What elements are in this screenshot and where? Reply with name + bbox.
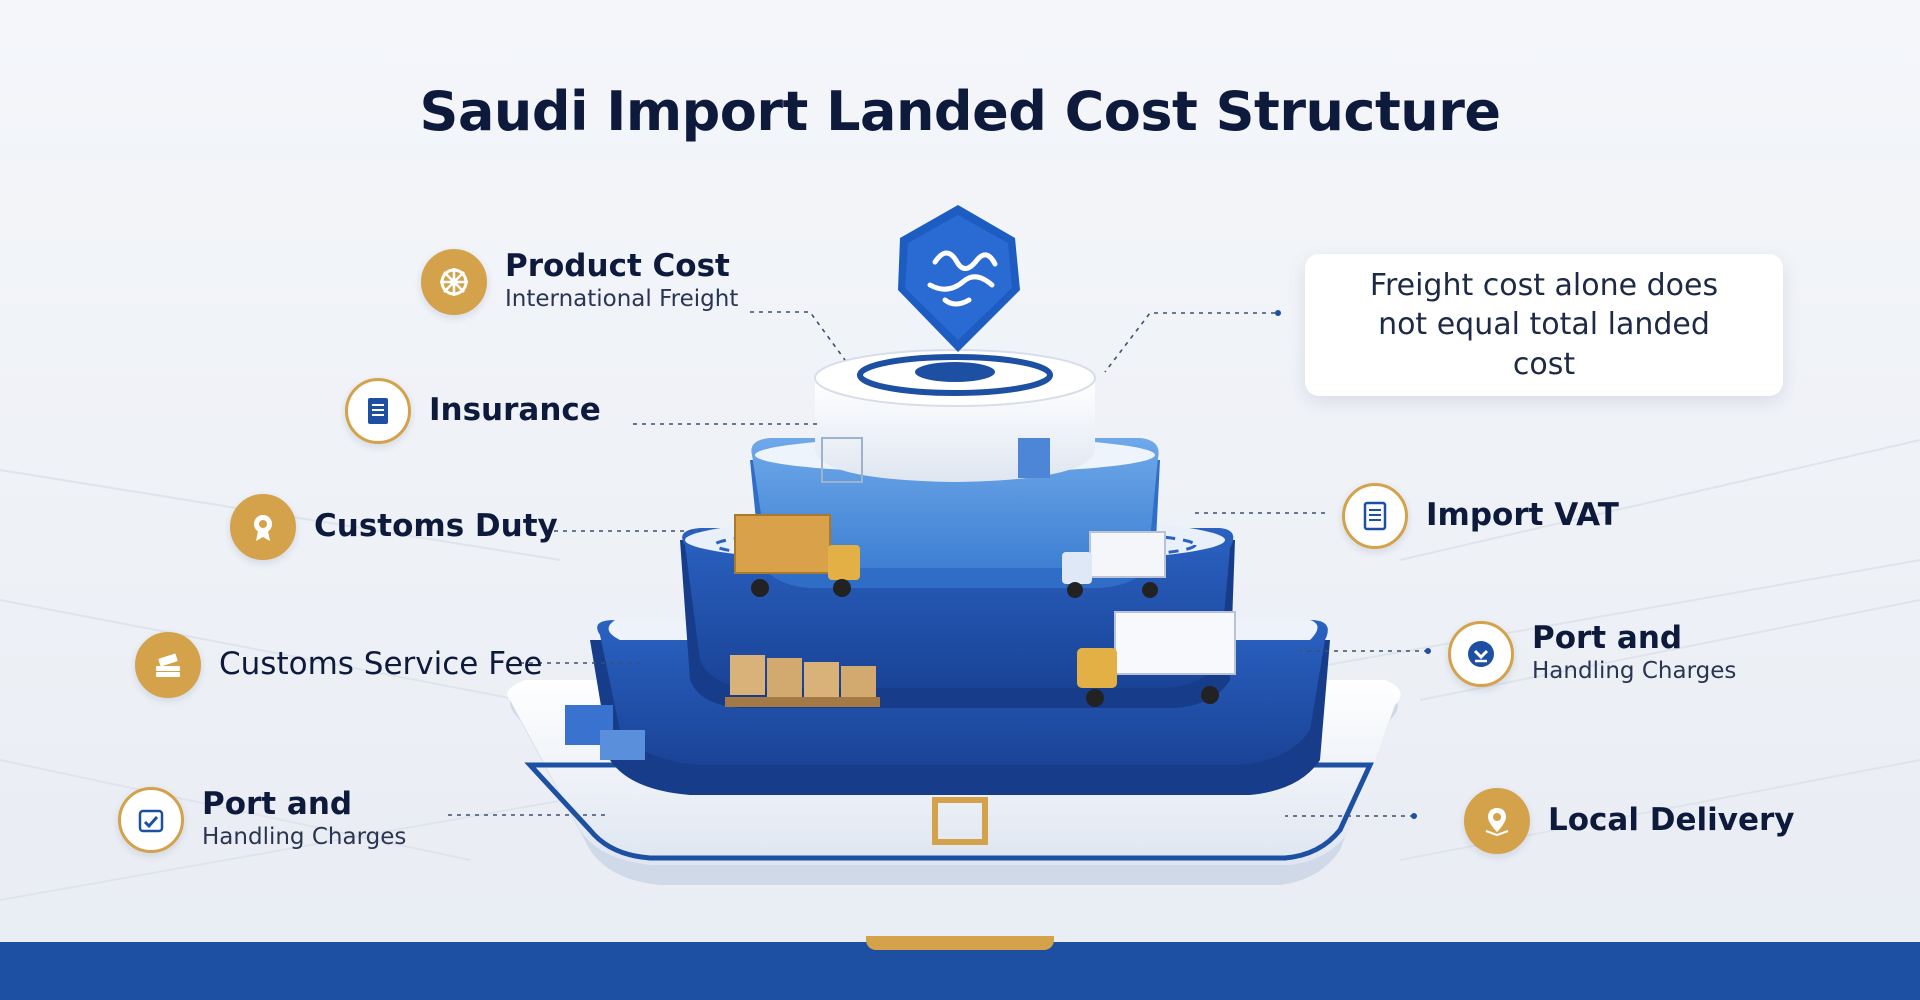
document-list-icon [345, 378, 411, 444]
checked-crate-icon [118, 786, 184, 853]
location-pin-icon [1464, 788, 1530, 854]
label-import-vat: Import VAT [1342, 483, 1619, 549]
seal-badge-icon [230, 494, 296, 560]
port-handling-right-title: Port and [1532, 620, 1683, 656]
pallet-boxes [725, 655, 880, 707]
callout-text: Freight cost alone does not equal total … [1369, 267, 1719, 382]
loading-bay-forklift [565, 705, 988, 845]
footer-bar [0, 942, 1920, 1000]
emblem-hexagon [898, 205, 1020, 352]
label-product-cost: Product Cost International Freight [421, 248, 738, 315]
port-handling-right-subtitle: Handling Charges [1532, 658, 1737, 685]
page-title: Saudi Import Landed Cost Structure [419, 80, 1501, 143]
product-cost-subtitle: International Freight [505, 286, 739, 313]
label-insurance: Insurance [345, 378, 601, 444]
label-local-delivery: Local Delivery [1464, 788, 1795, 854]
cargo-truck-white-tier3 [1077, 611, 1236, 707]
customs-service-fee-title: Customs Service Fee [219, 646, 543, 683]
label-port-handling-left: Port and Handling Charges [118, 786, 406, 853]
product-cost-title: Product Cost [505, 248, 730, 284]
import-vat-title: Import VAT [1426, 497, 1619, 534]
customs-duty-title: Customs Duty [314, 508, 558, 545]
cargo-truck-white-tier2 [1062, 531, 1166, 598]
stack-cap [814, 349, 1096, 482]
cash-stack-icon [135, 632, 201, 698]
insurance-title: Insurance [429, 392, 601, 429]
download-shield-icon [1448, 620, 1514, 687]
local-delivery-title: Local Delivery [1548, 802, 1795, 839]
cargo-truck-orange [734, 514, 860, 597]
label-customs-duty: Customs Duty [230, 494, 558, 560]
freight-callout-box: Freight cost alone does not equal total … [1305, 254, 1783, 396]
footer-accent-tab [866, 936, 1054, 950]
label-port-handling-right: Port and Handling Charges [1448, 620, 1736, 687]
port-handling-left-title: Port and [202, 786, 353, 822]
small-cargo-bin [821, 437, 1050, 483]
ship-wheel-icon [421, 248, 487, 315]
port-handling-left-subtitle: Handling Charges [202, 824, 407, 851]
label-customs-service-fee: Customs Service Fee [135, 632, 542, 698]
document-list-icon [1342, 483, 1408, 549]
